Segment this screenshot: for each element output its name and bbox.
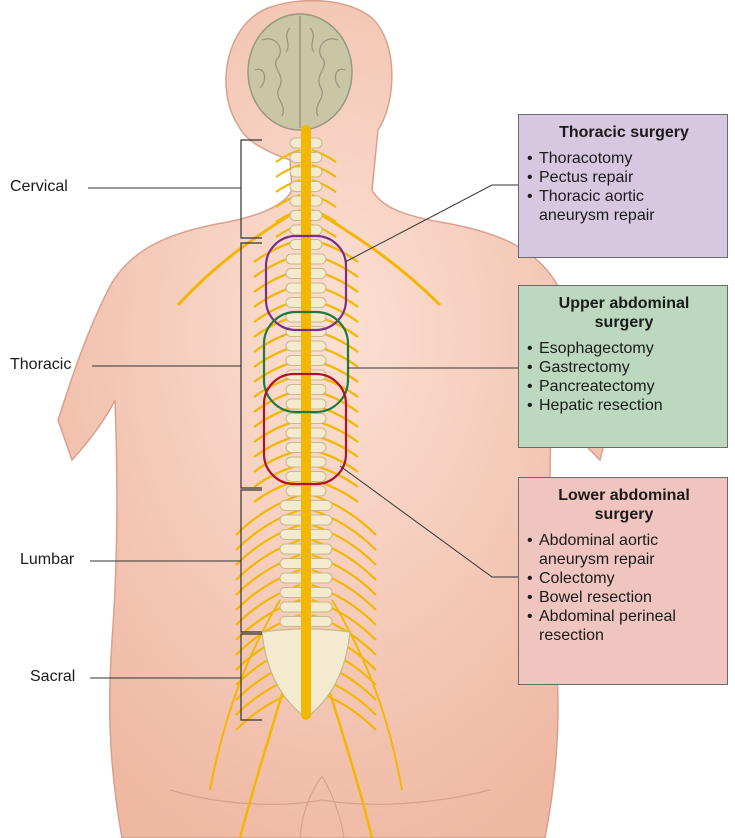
procedure-list: Abdominal aortic aneurysm repair Colecto… bbox=[527, 531, 721, 645]
list-item: Abdominal perineal resection bbox=[527, 607, 714, 645]
sacral-label: Sacral bbox=[30, 668, 75, 686]
list-item: Colectomy bbox=[527, 569, 721, 588]
list-item: Pectus repair bbox=[527, 168, 721, 187]
upper-abdominal-surgery-box: Upper abdominal surgery Esophagectomy Ga… bbox=[518, 285, 728, 448]
procedure-list: Esophagectomy Gastrectomy Pancreatectomy… bbox=[527, 339, 721, 415]
list-item: Thoracic aortic aneurysm repair bbox=[527, 187, 689, 225]
list-item: Thoracotomy bbox=[527, 149, 721, 168]
spinal-cord bbox=[301, 125, 311, 720]
list-item: Bowel resection bbox=[527, 588, 721, 607]
list-item: Abdominal aortic aneurysm repair bbox=[527, 531, 699, 569]
box-title: Thoracic surgery bbox=[527, 123, 721, 142]
list-item: Gastrectomy bbox=[527, 358, 721, 377]
thoracic-label: Thoracic bbox=[10, 356, 71, 374]
brain bbox=[248, 14, 352, 130]
list-item: Esophagectomy bbox=[527, 339, 721, 358]
list-item: Pancreatectomy bbox=[527, 377, 721, 396]
procedure-list: Thoracotomy Pectus repair Thoracic aorti… bbox=[527, 149, 721, 225]
lumbar-label: Lumbar bbox=[20, 551, 74, 569]
list-item: Hepatic resection bbox=[527, 396, 721, 415]
box-title: Lower abdominal surgery bbox=[527, 486, 721, 524]
box-title: Upper abdominal surgery bbox=[527, 294, 721, 332]
lower-abdominal-surgery-box: Lower abdominal surgery Abdominal aortic… bbox=[518, 477, 728, 685]
cervical-label: Cervical bbox=[10, 178, 68, 196]
thoracic-surgery-box: Thoracic surgery Thoracotomy Pectus repa… bbox=[518, 114, 728, 258]
